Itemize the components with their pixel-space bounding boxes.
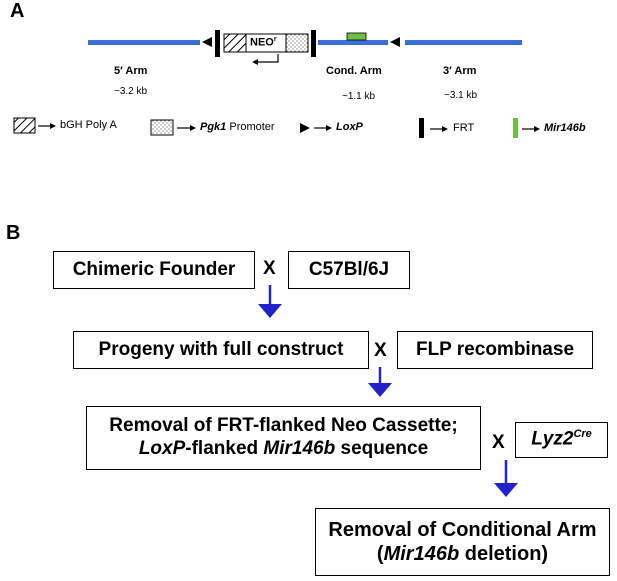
panel-b-letter: B [6,222,21,244]
neo-removal-box: Removal of FRT-flanked Neo Cassette; Lox… [86,406,481,470]
flow-arrow-2 [368,383,392,397]
legend-frt-symbol [419,118,424,138]
lyz2-cre-box: Lyz2Cre [515,422,608,458]
conditional-arm-removal-box: Removal of Conditional Arm (Mir146b dele… [315,508,610,576]
flow-arrow-3 [494,483,518,497]
legend-loxp-label: LoxP [336,121,363,133]
bgh-box [223,33,247,53]
c57-box: C57Bl/6J [288,251,410,289]
legend-mir-label: Mir146b [544,122,586,134]
neo-direction-arrow [256,54,279,63]
five-prime-arm-line [88,40,200,45]
legend-frt-label: FRT [453,122,475,134]
cross-symbol-1: X [263,258,276,279]
loxp-right-triangle [390,37,400,47]
frt-right-bar [311,30,316,57]
flp-box: FLP recombinase [397,331,593,369]
legend-mir-symbol [513,118,518,138]
final-line-1: Removal of Conditional Arm [328,519,597,541]
neo-removal-line-2: LoxP-flanked Mir146b sequence [138,438,429,459]
neo-label: NEOr [250,36,277,49]
legend-loxp-symbol [300,123,310,133]
neo-removal-line-1: Removal of FRT-flanked Neo Cassette; [109,415,458,437]
progeny-box: Progeny with full construct [73,331,369,369]
loxp-left-triangle [202,37,212,47]
legend-pgk-label: Pgk1 Promoter [200,121,275,133]
legend-bgh-label: bGH Poly A [60,119,117,131]
pgk-box [285,33,309,53]
three-prime-arm-line [405,40,522,45]
legend-bgh-symbol [13,117,36,134]
legend-pgk-symbol [150,119,174,136]
flow-arrow-1 [258,304,282,318]
conditional-arm-size: ~1.1 kb [342,91,376,102]
conditional-arm-line [318,40,388,45]
five-prime-arm-title: 5′ Arm [114,65,148,77]
five-prime-arm-size: ~3.2 kb [114,86,148,97]
three-prime-arm-title: 3′ Arm [443,65,477,77]
mir146b-box [346,32,367,41]
panel-a-letter: A [10,0,25,22]
chimeric-founder-box: Chimeric Founder [53,251,255,289]
cross-symbol-2: X [374,340,387,361]
conditional-arm-title: Cond. Arm [326,65,382,77]
final-line-2: (Mir146b deletion) [376,543,549,565]
frt-left-bar [215,30,220,57]
three-prime-arm-size: ~3.1 kb [444,90,478,101]
cross-symbol-3: X [492,432,505,453]
